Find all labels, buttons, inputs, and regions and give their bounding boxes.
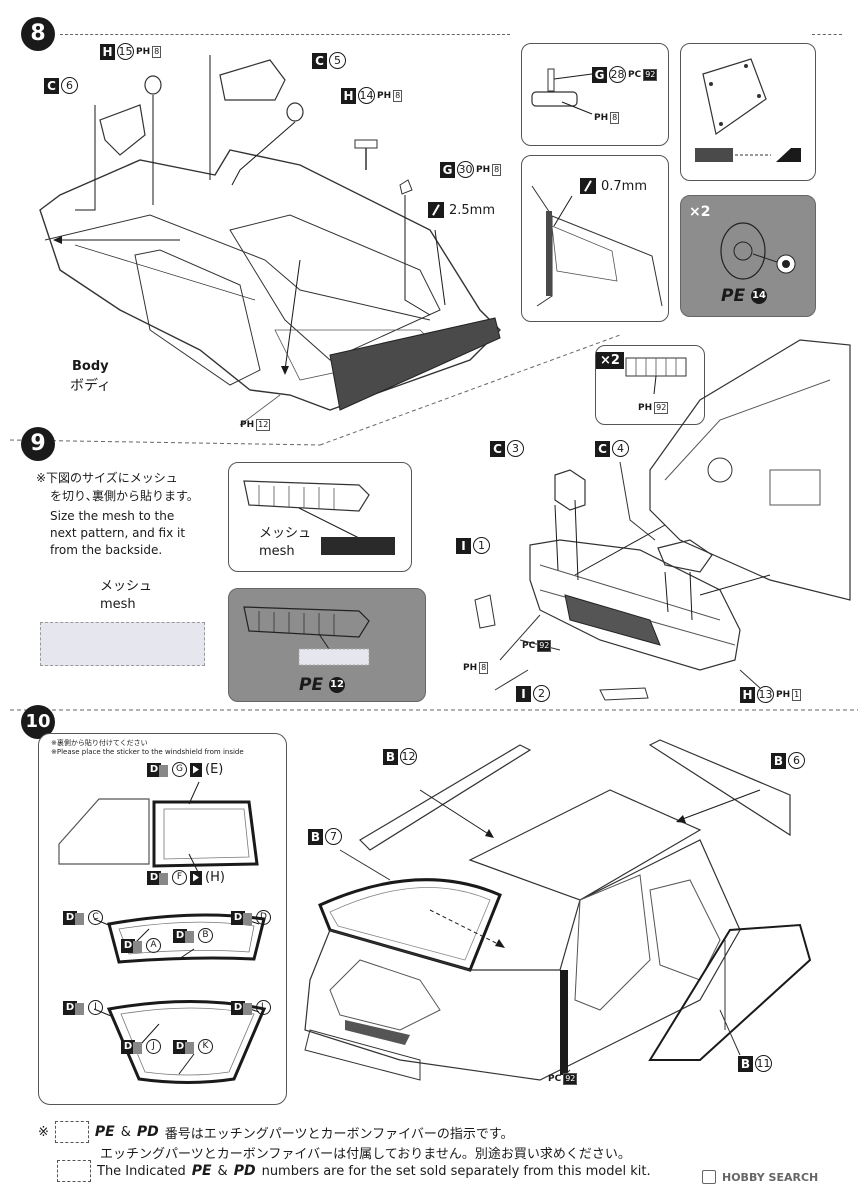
watermark: HOBBY SEARCH bbox=[702, 1170, 818, 1184]
hobby-decal-icon bbox=[190, 762, 202, 777]
step-8-divider-right bbox=[812, 34, 842, 35]
pillar-inset-panel: 0.7mm bbox=[521, 155, 669, 322]
mirror-part-icon bbox=[531, 68, 593, 115]
pillar-part-icon bbox=[531, 185, 663, 307]
dashed-box-icon bbox=[57, 1160, 91, 1182]
body-label-en: Body bbox=[72, 359, 109, 374]
pe12-label: PE 12 bbox=[299, 675, 345, 695]
pe14-label: PE 14 bbox=[721, 286, 767, 306]
watermark-logo-icon bbox=[702, 1170, 716, 1184]
footer-line-3: The Indicated PE&PD numbers are for the … bbox=[57, 1160, 651, 1182]
footer-line-2: エッチングパーツとカーボンファイバーは付属しておりません。別途お買い求めください… bbox=[100, 1147, 631, 1162]
pe14-disc-icon bbox=[720, 222, 796, 280]
sticker-note-en: ※Please place the sticker to the windshi… bbox=[51, 748, 244, 756]
pe14-multiplier: ×2 bbox=[689, 204, 711, 220]
window-decal-panel: ※裏側から貼り付けてください ※Please place the sticker… bbox=[38, 733, 287, 1105]
footer-line-1: ※ PE&PD 番号はエッチングパーツとカーボンファイバーの指示です。 bbox=[38, 1121, 514, 1143]
grille-mesh-panel: メッシュ mesh bbox=[228, 462, 412, 572]
hobby-decal-icon bbox=[190, 870, 202, 885]
dashed-box-icon bbox=[54, 1121, 89, 1143]
hood-inset-panel bbox=[680, 43, 816, 181]
step-9-number: 9 bbox=[21, 427, 55, 461]
mesh-note-en-2: next pattern, and fix it bbox=[50, 526, 186, 540]
mesh-note-jp-2: を切り､裏側から貼ります。 bbox=[50, 489, 199, 503]
step-8-number: 8 bbox=[21, 17, 55, 51]
body-shell-illustration bbox=[9, 55, 621, 446]
mesh-label-jp: メッシュ bbox=[100, 579, 153, 594]
line-size-indicator: 2.5mm bbox=[428, 202, 495, 218]
sticker-note-jp: ※裏側から貼り付けてください bbox=[51, 739, 148, 747]
step-8-divider bbox=[60, 34, 510, 35]
front-bumper-illustration bbox=[10, 339, 858, 711]
grille-small-icon bbox=[625, 357, 687, 395]
mesh-label-en: mesh bbox=[100, 597, 136, 612]
mesh-note-en-3: from the backside. bbox=[50, 543, 163, 557]
line-size-icon bbox=[428, 202, 444, 218]
pe12-grille-icon bbox=[243, 606, 370, 666]
mesh-note-en-1: Size the mesh to the bbox=[50, 509, 175, 523]
mesh-note-jp-1: ※下図のサイズにメッシュ bbox=[36, 471, 178, 485]
pe14-inset-panel: ×2 PE 14 bbox=[680, 195, 816, 317]
mesh-size-pattern bbox=[40, 622, 205, 666]
grille-part-icon bbox=[243, 480, 395, 555]
pe12-panel: PE 12 bbox=[228, 588, 426, 702]
body-label-jp: ボディ bbox=[70, 378, 112, 394]
car-glass-illustration bbox=[304, 739, 812, 1081]
hood-plate-icon bbox=[695, 58, 801, 162]
